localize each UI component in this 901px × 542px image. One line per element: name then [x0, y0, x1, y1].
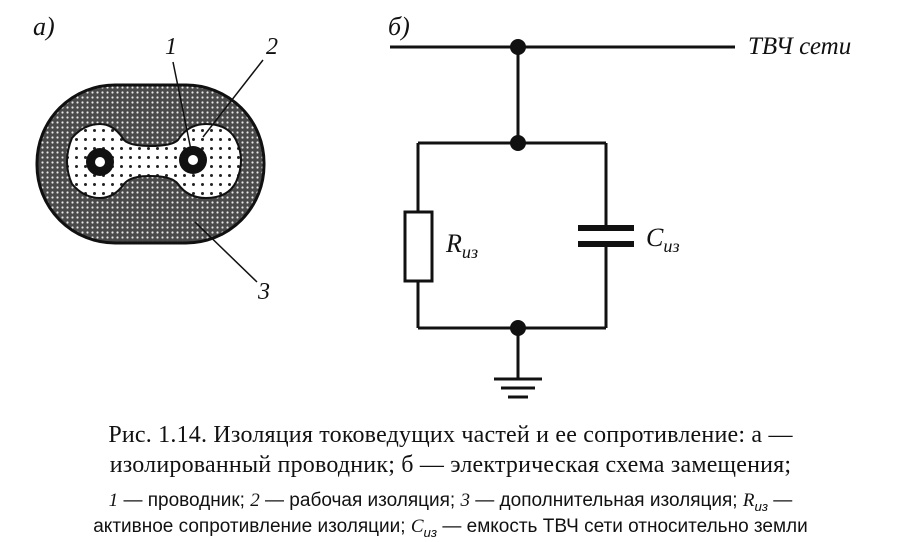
leader-line-2: [202, 59, 264, 138]
node-bottom: [510, 320, 526, 336]
legend-text-5: активное сопротивление изоляции;: [93, 516, 411, 537]
legend-line-1: 1 — проводник; 2 — рабочая изоляция; 3 —…: [0, 490, 901, 514]
conductor-cross-section: [35, 59, 266, 283]
conductor-right-inner: [188, 155, 198, 165]
marker-1-label: 1: [165, 34, 177, 60]
legend-r-subscript: из: [754, 498, 769, 514]
legend-c-symbol: C: [410, 516, 424, 537]
legend-text-4: —: [768, 490, 793, 511]
legend-num-3: 3: [460, 490, 470, 511]
legend-text-2: — рабочая изоляция;: [259, 490, 461, 511]
legend-r-symbol: R: [742, 490, 755, 511]
legend-text-6: — емкость ТВЧ сети относительно земли: [437, 516, 808, 537]
capacitor-subscript: из: [663, 236, 680, 257]
panel-a-label: а): [33, 12, 55, 41]
insulation-resistor: [403, 210, 434, 283]
legend-text-1: — проводник;: [118, 490, 251, 511]
marker-3-label: 3: [258, 279, 270, 305]
leader-line-3: [194, 221, 258, 283]
node-network: [510, 39, 526, 55]
caption-line-1: Рис. 1.14. Изоляция токоведущих частей и…: [108, 422, 793, 448]
circuit-nodes: [510, 39, 526, 336]
resistor-subscript: из: [461, 242, 479, 263]
node-top: [510, 135, 526, 151]
legend-c-subscript: из: [423, 524, 438, 540]
resistor-label: Rиз: [446, 229, 478, 263]
panel-b-label: б): [388, 12, 410, 41]
network-label: ТВЧ сети: [748, 33, 851, 61]
conductor-left-inner: [95, 157, 105, 167]
legend-num-1: 1: [108, 490, 119, 511]
legend-text-3: — дополнительная изоляция;: [469, 490, 743, 511]
legend-line-2: активное сопротивление изоляции; Cиз — е…: [0, 516, 901, 540]
leader-line-1: [172, 61, 192, 151]
marker-2-label: 2: [266, 34, 278, 60]
caption-line-2: изолированный проводник; б — электрическ…: [109, 452, 792, 478]
legend-num-2: 2: [250, 490, 260, 511]
working-insulation: [66, 122, 242, 200]
capacitor-label: Cиз: [646, 223, 680, 257]
resistor-symbol: R: [446, 229, 462, 258]
equivalent-circuit: [390, 45, 735, 399]
capacitor-symbol: C: [646, 223, 664, 252]
network-label-text: ТВЧ сети: [748, 33, 852, 60]
